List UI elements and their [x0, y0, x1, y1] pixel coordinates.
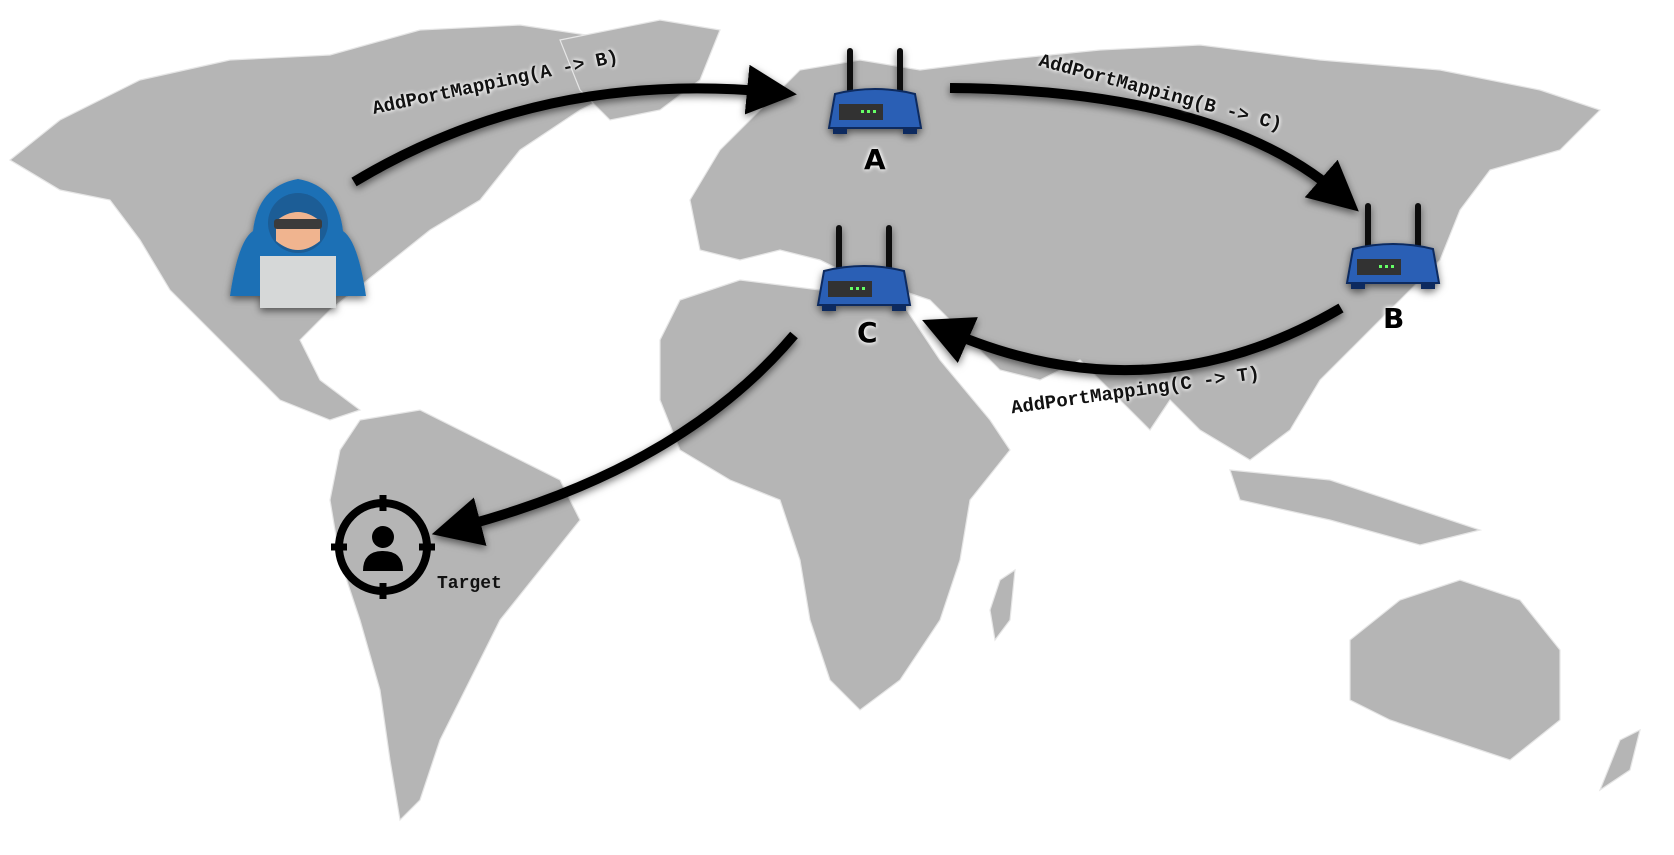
router-a-icon [827, 48, 923, 134]
arrow-b-to-c [922, 303, 1344, 376]
router-c-icon [816, 225, 912, 311]
arrow-a-to-b [949, 83, 1359, 212]
continent-australia [1349, 579, 1561, 761]
router-b-icon [1345, 203, 1441, 289]
router-c-label: C [857, 316, 878, 349]
hacker-icon [230, 179, 366, 308]
islands-southeast-asia [1229, 469, 1483, 546]
continent-south-america [329, 409, 581, 822]
continent-africa [659, 279, 1011, 711]
target-user-icon [331, 495, 435, 599]
arrow-attacker-to-a [351, 64, 797, 187]
router-b-label: B [1383, 302, 1405, 335]
arrow-c-to-target [431, 331, 798, 546]
new-zealand [1598, 728, 1641, 792]
madagascar [989, 568, 1016, 642]
router-a-label: A [864, 143, 886, 176]
target-label: Target [437, 574, 502, 594]
continent-eurasia [689, 44, 1602, 461]
